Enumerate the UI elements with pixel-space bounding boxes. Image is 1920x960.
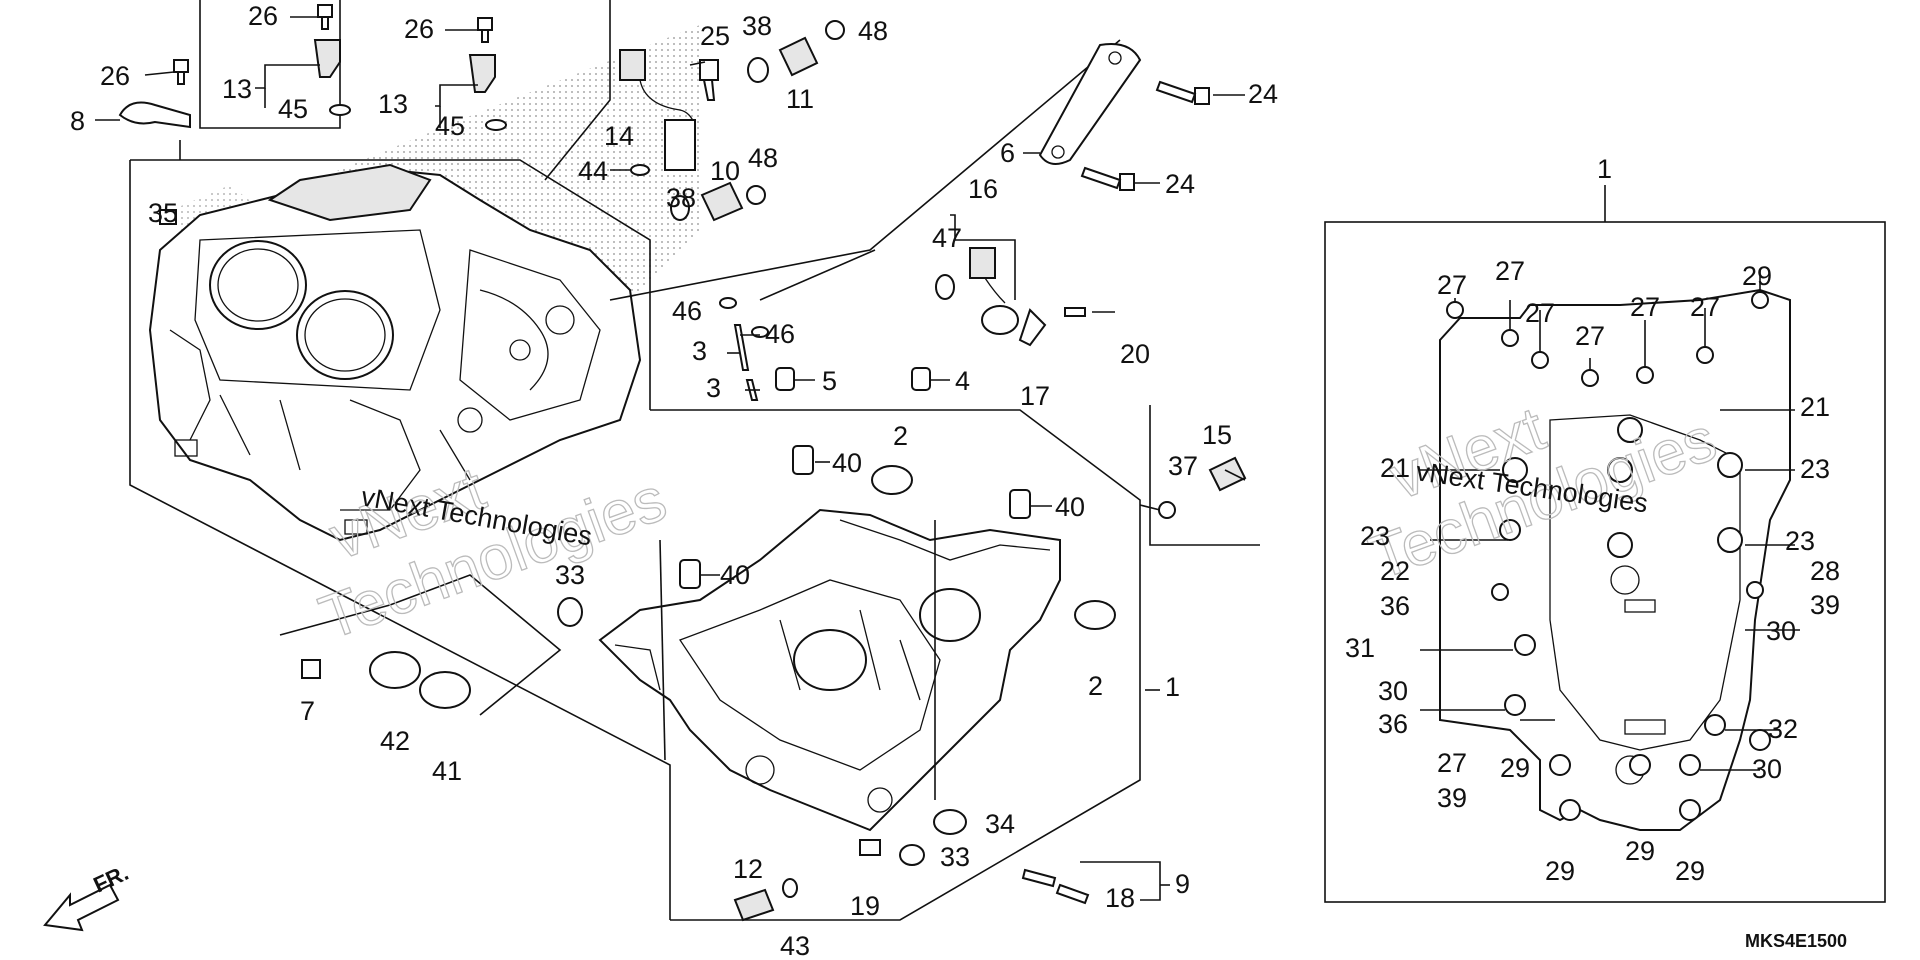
callout-1: 1 [1597,154,1612,184]
callout-11: 11 [786,84,814,114]
lower-crankcase [598,508,1061,832]
callout-31: 31 [1345,633,1375,663]
callout-27: 27 [1690,292,1720,322]
callout-24: 24 [1165,169,1195,199]
callout-27: 27 [1437,748,1467,778]
callout-6: 6 [1000,138,1015,168]
callout-48: 48 [858,16,888,46]
callout-29: 29 [1742,261,1772,291]
upper-crankcase [148,163,642,542]
callout-37: 37 [1168,451,1198,481]
callout-19: 19 [850,891,880,921]
callout-44: 44 [578,156,608,186]
callout-23: 23 [1800,454,1830,484]
callout-39: 39 [1810,590,1840,620]
callout-38: 38 [666,183,696,213]
callout-13: 13 [222,74,252,104]
callout-21: 21 [1800,392,1830,422]
callout-30: 30 [1378,676,1408,706]
group-frames [129,0,1886,921]
callout-24: 24 [1248,79,1278,109]
callout-42: 42 [380,726,410,756]
callout-2: 2 [1088,671,1103,701]
callout-26: 26 [248,1,278,31]
callout-38: 38 [742,11,772,41]
callout-30: 30 [1752,754,1782,784]
callout-25: 25 [700,21,730,51]
callout-40: 40 [720,560,750,590]
callout-7: 7 [300,696,315,726]
callout-40: 40 [1055,492,1085,522]
callout-26: 26 [404,14,434,44]
callout-32: 32 [1768,714,1798,744]
bolt-pattern-view [1439,288,1791,831]
callout-8: 8 [70,106,85,136]
callout-9: 9 [1175,869,1190,899]
callout-1: 1 [1165,672,1180,702]
callout-23: 23 [1360,521,1390,551]
callout-33: 33 [555,560,585,590]
callout-29: 29 [1500,753,1530,783]
callout-17: 17 [1020,381,1050,411]
callout-29: 29 [1675,856,1705,886]
callout-2: 2 [893,421,908,451]
callout-18: 18 [1105,883,1135,913]
callout-3: 3 [706,373,721,403]
callout-22: 22 [1380,556,1410,586]
leader-lines [95,16,1246,901]
callout-5: 5 [822,366,837,396]
callout-12: 12 [733,854,763,884]
callout-48: 48 [748,143,778,173]
right-leader-lines [1420,270,1800,771]
callout-16: 16 [968,174,998,204]
callout-21: 21 [1380,453,1410,483]
callout-27: 27 [1630,292,1660,322]
callout-4: 4 [955,366,970,396]
callout-46: 46 [672,296,702,326]
callout-23: 23 [1785,526,1815,556]
callout-13: 13 [378,89,408,119]
callout-36: 36 [1380,591,1410,621]
callout-43: 43 [780,931,810,960]
callout-27: 27 [1575,321,1605,351]
callout-40: 40 [832,448,862,478]
callout-20: 20 [1120,339,1150,369]
callout-29: 29 [1625,836,1655,866]
front-arrow: FR. [43,860,132,932]
callout-27: 27 [1525,298,1555,328]
callout-numbers: 26 26 26 8 13 45 13 45 25 14 44 38 11 48… [70,1,1840,960]
callout-26: 26 [100,61,130,91]
callout-14: 14 [604,121,634,151]
diagram-code: MKS4E1500 [1745,931,1847,951]
callout-46: 46 [765,319,795,349]
callout-39: 39 [1437,783,1467,813]
small-parts [118,4,1247,922]
callout-45: 45 [278,94,308,124]
callout-41: 41 [432,756,462,786]
callout-29: 29 [1545,856,1575,886]
callout-34: 34 [985,809,1015,839]
callout-33: 33 [940,842,970,872]
callout-36: 36 [1378,709,1408,739]
callout-15: 15 [1202,420,1232,450]
callout-30: 30 [1766,616,1796,646]
callout-28: 28 [1810,556,1840,586]
callout-35: 35 [148,198,178,228]
callout-27: 27 [1437,270,1467,300]
callout-3: 3 [692,336,707,366]
callout-27: 27 [1495,256,1525,286]
callout-47: 47 [932,223,962,253]
callout-45: 45 [435,111,465,141]
callout-10: 10 [710,156,740,186]
